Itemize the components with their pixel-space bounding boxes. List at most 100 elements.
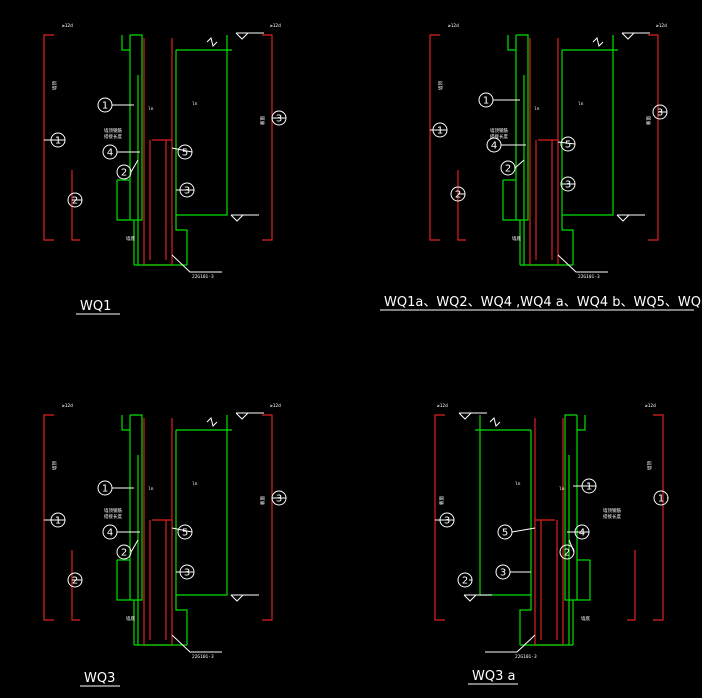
right-rebar-bracket <box>434 414 445 621</box>
callout-2: 2 <box>500 160 516 176</box>
note-label: 墙顶钢筋 <box>104 127 122 134</box>
leader-line <box>130 539 139 553</box>
vertical-label: 板面 <box>259 116 266 125</box>
callout-4: 4 <box>102 144 118 160</box>
leader-line <box>171 147 193 153</box>
right-rebar-bracket <box>262 414 273 621</box>
top-dim <box>507 35 516 51</box>
dim-label: ≥12d <box>656 23 667 29</box>
break-symbol-icon <box>206 417 218 427</box>
ref-label: 22G101-3 <box>192 654 214 660</box>
detail-title: WQ1 <box>80 299 111 314</box>
ref-leader <box>171 254 222 273</box>
ref-label: 22G101-3 <box>515 654 537 660</box>
ref-leader <box>557 254 608 273</box>
detail-wq1: ≥12d墙顶≥12d板面lnln墙顶钢筋搭接长度22G101-3墙底142531… <box>43 23 287 315</box>
right-column-outline <box>519 430 532 645</box>
left-column-outline <box>129 34 143 221</box>
left-rebar-bracket <box>653 414 664 621</box>
svg-text:2: 2 <box>564 548 570 559</box>
wall-section-outline <box>143 418 173 646</box>
vertical-label: 墙顶 <box>437 81 444 90</box>
leader-line <box>557 141 576 145</box>
note-label: 搭接长度 <box>490 133 508 140</box>
right-rebar-bracket <box>648 34 659 241</box>
right-vertical <box>176 415 228 596</box>
svg-text:3: 3 <box>444 516 450 527</box>
right-column-outline <box>175 50 188 265</box>
note-label: 墙底 <box>512 235 521 242</box>
wall-section-outline <box>143 38 173 266</box>
svg-text:5: 5 <box>182 148 188 159</box>
svg-text:5: 5 <box>565 140 571 151</box>
leader-line <box>568 539 575 553</box>
dim-label: ≥12d <box>62 23 73 29</box>
svg-text:4: 4 <box>491 141 497 152</box>
top-dim <box>121 35 130 51</box>
svg-text:2: 2 <box>72 576 78 587</box>
svg-text:1: 1 <box>102 484 108 495</box>
callout-3: 3 <box>495 564 511 580</box>
svg-text:3: 3 <box>565 180 571 191</box>
elevation-mark-icon <box>458 412 487 420</box>
svg-text:1: 1 <box>437 126 443 137</box>
left-column-outline <box>129 414 143 601</box>
svg-text:2: 2 <box>462 576 468 587</box>
leader-line <box>171 527 193 533</box>
vertical-label: 板面 <box>645 116 652 125</box>
lap-label: ln <box>192 481 198 487</box>
dim-label: ≥12d <box>645 403 656 409</box>
svg-text:3: 3 <box>500 568 506 579</box>
dim-label: ≥12d <box>62 403 73 409</box>
note-label: 墙底 <box>126 235 135 242</box>
svg-text:1: 1 <box>483 96 489 107</box>
svg-text:4: 4 <box>107 148 113 159</box>
right-vertical <box>176 35 228 216</box>
elevation-mark-icon <box>230 214 259 222</box>
svg-text:2: 2 <box>505 164 511 175</box>
left-rebar-hook <box>627 550 636 621</box>
lower-stirrup <box>116 180 130 221</box>
right-column-outline <box>175 430 188 645</box>
vertical-label: 墙顶 <box>646 461 653 470</box>
leader-line <box>511 527 536 533</box>
callout-2: 2 <box>116 544 132 560</box>
dim-label: ≥12d <box>270 403 281 409</box>
vertical-label: 墙顶 <box>51 461 58 470</box>
dim-label: ≥12d <box>437 403 448 409</box>
wall-section-outline <box>529 38 559 266</box>
callout-4: 4 <box>102 524 118 540</box>
note-label: 搭接长度 <box>104 513 122 520</box>
lap-label: ln <box>578 101 584 107</box>
right-vertical <box>562 35 614 216</box>
vertical-label: 板面 <box>438 496 445 505</box>
dim-label: ≥12d <box>270 23 281 29</box>
ref-leader <box>171 634 222 653</box>
lower-stirrup <box>577 560 591 601</box>
left-rebar-bracket <box>429 34 440 241</box>
detail-title: WQ3 <box>84 671 115 686</box>
break-symbol-icon <box>592 37 604 47</box>
note-label: 搭接长度 <box>603 513 621 520</box>
note-label: 墙顶钢筋 <box>104 507 122 514</box>
note-label: 墙底 <box>126 615 135 622</box>
note-label: 墙顶钢筋 <box>490 127 508 134</box>
elevation-mark-icon <box>463 594 492 602</box>
svg-text:1: 1 <box>102 101 108 112</box>
lap-label: ln <box>534 106 540 112</box>
svg-text:4: 4 <box>579 528 585 539</box>
svg-text:2: 2 <box>72 196 78 207</box>
ref-label: 22G101-3 <box>192 274 214 280</box>
svg-text:3: 3 <box>184 186 190 197</box>
wall-section-outline <box>534 418 564 646</box>
svg-text:1: 1 <box>55 516 61 527</box>
note-label: 墙底 <box>581 615 590 622</box>
callout-1: 1 <box>653 490 669 506</box>
callout-1: 1 <box>97 97 113 113</box>
svg-text:3: 3 <box>184 568 190 579</box>
break-symbol-icon <box>206 37 218 47</box>
svg-text:4: 4 <box>107 528 113 539</box>
svg-text:5: 5 <box>182 528 188 539</box>
elevation-mark-icon <box>616 214 645 222</box>
